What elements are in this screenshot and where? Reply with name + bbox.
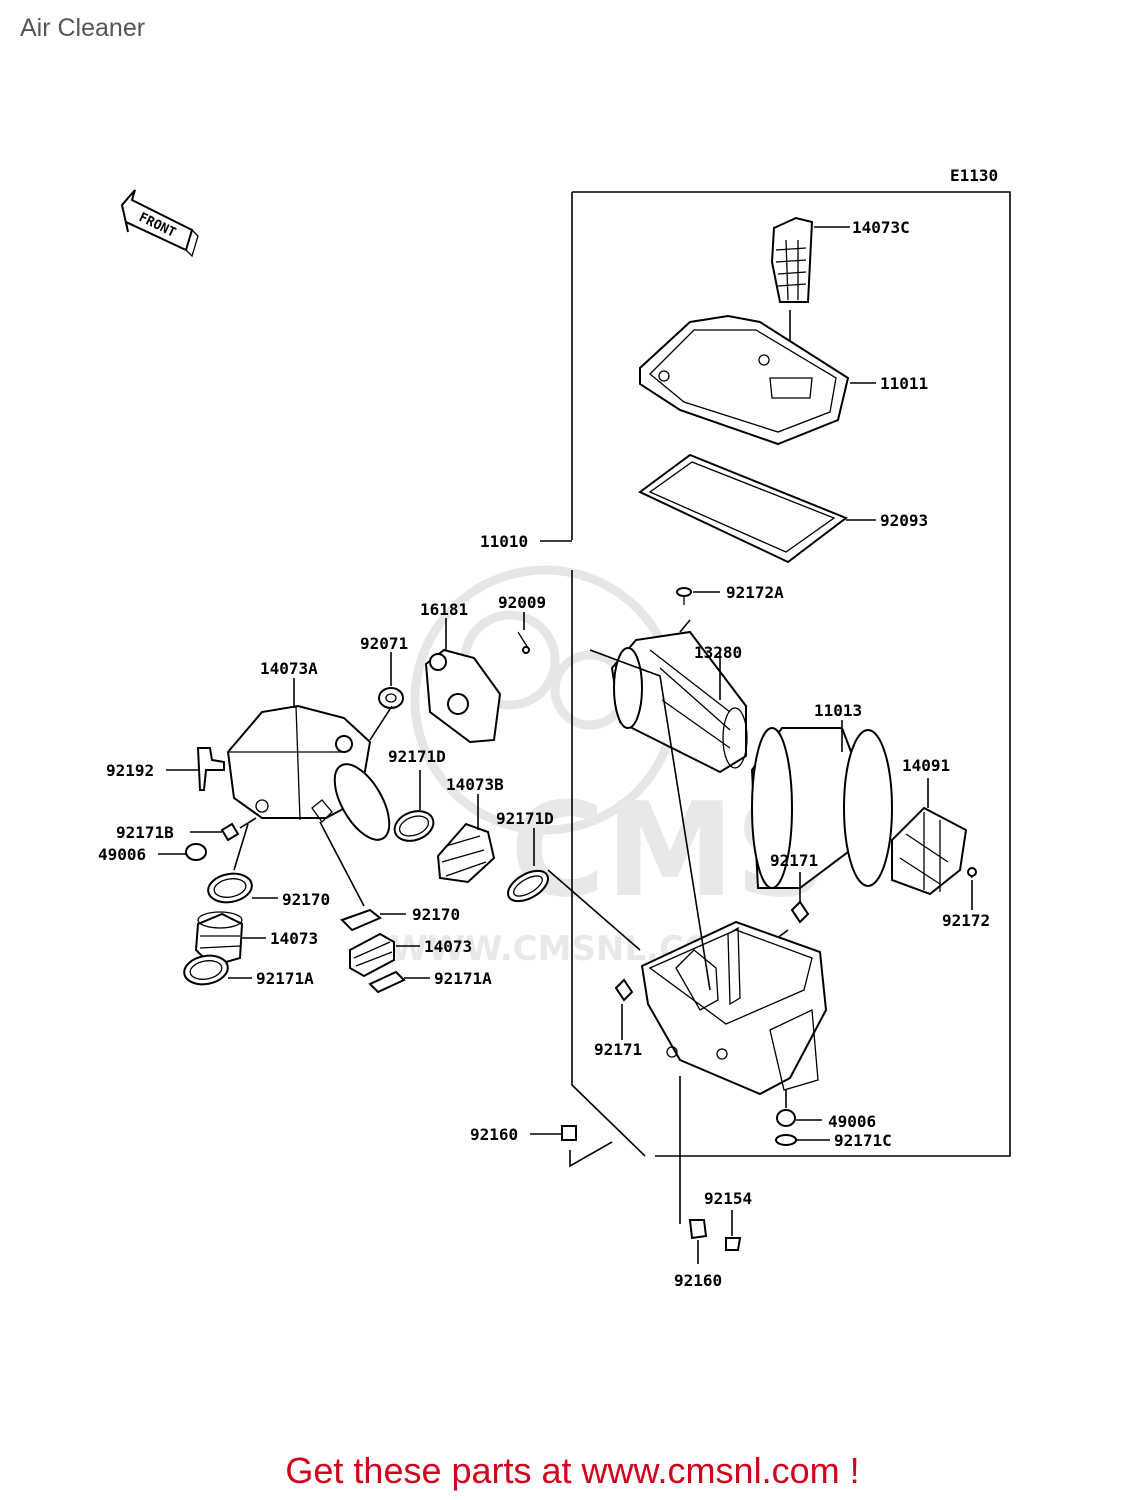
label-11011: 11011 (880, 374, 928, 393)
grommet-92160-b (679, 1076, 742, 1264)
hose-92192 (166, 747, 225, 791)
label-49006-left: 49006 (98, 845, 146, 864)
grommet-92160-a (530, 1125, 613, 1168)
label-16181: 16181 (420, 600, 468, 619)
joint-16181 (378, 612, 530, 744)
boot-14073-a (194, 911, 266, 968)
clamp-92171d-b (507, 828, 549, 903)
label-14073a: 14073A (260, 659, 318, 678)
clamp-92170-b (319, 821, 406, 932)
label-92160-a: 92160 (470, 1125, 518, 1144)
clamp-92171d-a (393, 770, 435, 842)
label-92171d-b: 92171D (496, 809, 554, 828)
label-92172a: 92172A (726, 583, 784, 602)
label-92171-right: 92171 (770, 851, 818, 870)
page-title: Air Cleaner (20, 14, 146, 42)
duct-14073c (770, 216, 850, 370)
diagram-code: E1130 (950, 166, 998, 185)
footer-promo[interactable]: Get these parts at www.cmsnl.com ! (285, 1450, 860, 1491)
label-92171c: 92171C (834, 1131, 892, 1150)
parts-diagram: CMS WWW.CMSNL.COM FRONT E1130 (98, 166, 1011, 1290)
cap-49006-left (158, 817, 257, 861)
filter-11013 (750, 720, 893, 889)
boot-14073-b (349, 932, 420, 978)
clamp-92171a-a (183, 954, 252, 986)
label-92154: 92154 (704, 1189, 752, 1208)
label-92160-b: 92160 (674, 1271, 722, 1290)
cover-11011 (639, 314, 876, 446)
label-92172: 92172 (942, 911, 990, 930)
screen-14091 (891, 778, 977, 910)
screw-92172a (676, 587, 720, 605)
label-92171b: 92171B (116, 823, 174, 842)
label-14073c: 14073C (852, 218, 910, 237)
front-arrow-icon: FRONT (120, 189, 199, 258)
label-14073-a: 14073 (270, 929, 318, 948)
duct-14073a (226, 678, 393, 841)
label-92192: 92192 (106, 761, 154, 780)
label-14091: 14091 (902, 756, 950, 775)
label-49006-right: 49006 (828, 1112, 876, 1131)
label-92009: 92009 (498, 593, 546, 612)
label-92093: 92093 (880, 511, 928, 530)
label-92071: 92071 (360, 634, 408, 653)
boot-14073b (436, 794, 496, 884)
clip-92171-right (771, 872, 810, 943)
clamp-92171a-b (368, 970, 430, 994)
label-92170-b: 92170 (412, 905, 460, 924)
label-92171d-a: 92171D (388, 747, 446, 766)
air-box-case (547, 649, 828, 1096)
label-92170-a: 92170 (282, 890, 330, 909)
label-92171a-a: 92171A (256, 969, 314, 988)
label-14073b: 14073B (446, 775, 504, 794)
clamp-92170-a (207, 823, 278, 904)
label-14073-b: 14073 (424, 937, 472, 956)
gasket-92093 (638, 453, 876, 564)
assembly-box (571, 191, 1011, 1157)
label-11010: 11010 (480, 532, 528, 551)
element-holder-13280 (610, 619, 748, 774)
label-92171-left: 92171 (594, 1040, 642, 1059)
cap-49006-right (775, 1090, 830, 1146)
label-13280: 13280 (694, 643, 742, 662)
clip-92171-left (614, 978, 634, 1040)
label-11013: 11013 (814, 701, 862, 720)
label-92171a-b: 92171A (434, 969, 492, 988)
